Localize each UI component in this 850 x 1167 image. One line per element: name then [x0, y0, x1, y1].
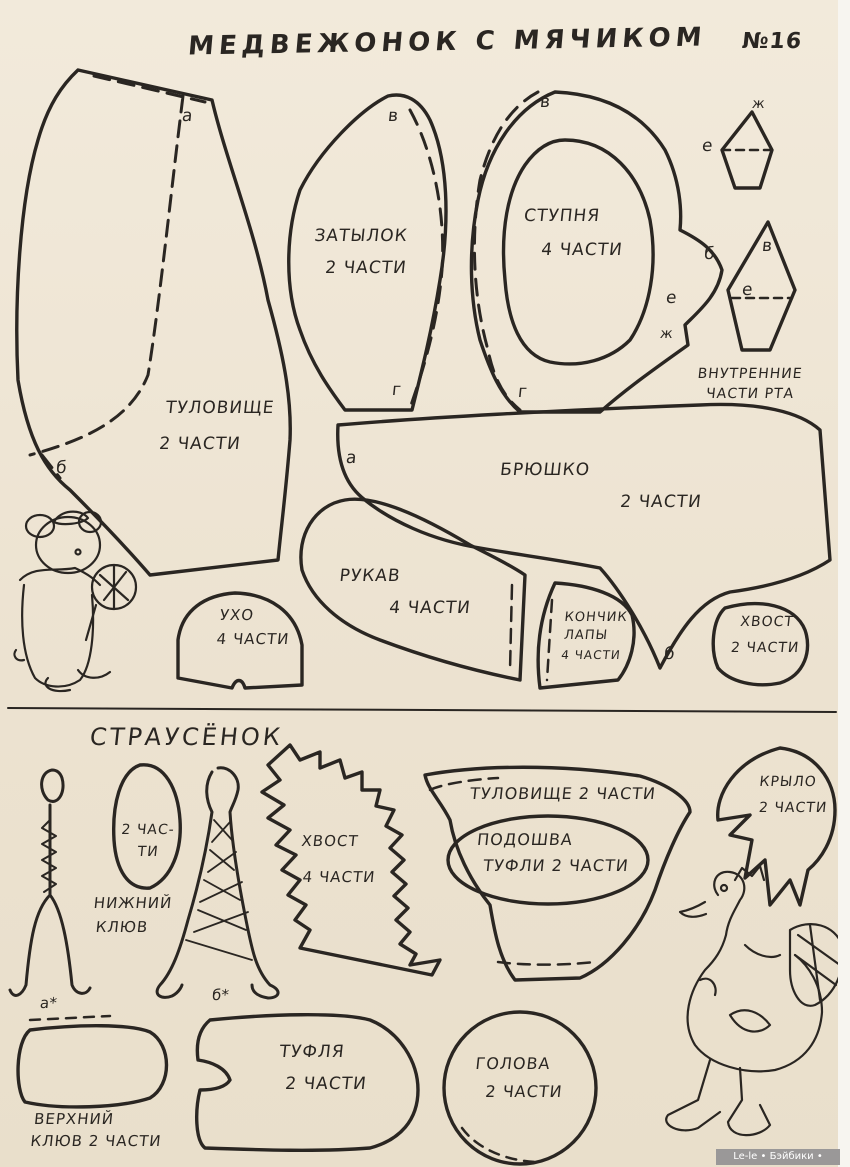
- ostrich-head-name: ГОЛОВА: [474, 1054, 552, 1073]
- ostrich-upper-beak-line2: КЛЮВ 2 ЧАСТИ: [29, 1132, 163, 1150]
- ostrich-lower-beak-piece: [112, 763, 182, 890]
- bear-body-seam: [28, 74, 207, 480]
- bear-body-piece: [15, 68, 292, 577]
- bear-ear-piece: [176, 591, 304, 690]
- ostrich-title: СТРАУСЁНОК: [88, 723, 285, 751]
- mouth-piece-bottom: [726, 220, 797, 352]
- ostrich-upper-beak-seam: [28, 1014, 112, 1022]
- bear-nape-seam: [408, 108, 445, 410]
- ostrich-neck-zigzag: [41, 819, 57, 893]
- bear-nape-name: ЗАТЫЛОК: [313, 226, 409, 246]
- ostrich-lower-beak-piece-line2: ТИ: [136, 844, 160, 860]
- bear-body-qty: 2 ЧАСТИ: [158, 434, 242, 454]
- ostrich-upper-beak-mark-a: а*: [39, 994, 58, 1012]
- ostrich-tail-name: ХВОСТ: [300, 832, 360, 850]
- ostrich-lower-beak-line1: НИЖНИЙ: [92, 894, 174, 912]
- ostrich-head-seam: [460, 1126, 542, 1164]
- bear-tail-qty: 2 ЧАСТИ: [730, 640, 801, 656]
- bear-belly-mark-a: а: [345, 448, 358, 468]
- mouth-mark-e1: е: [701, 136, 714, 156]
- bear-body-name: ТУЛОВИЩЕ: [164, 398, 276, 418]
- bear-belly-qty: 2 ЧАСТИ: [619, 492, 703, 512]
- ostrich-leg-crosshatch: [185, 819, 253, 961]
- mouth-caption-2: ЧАСТИ РТА: [705, 386, 795, 402]
- ostrich-upper-beak-piece: [16, 1024, 169, 1109]
- mouth-mark-zh: ж: [751, 96, 766, 112]
- ostrich-lower-beak-line2: КЛЮВ: [94, 918, 150, 936]
- ostrich-body-seam-top: [428, 776, 500, 792]
- ostrich-body-name: ТУЛОВИЩЕ 2 ЧАСТИ: [469, 784, 657, 803]
- bear-paw-tip-seam: [545, 598, 554, 682]
- bear-nape-piece: [287, 93, 448, 412]
- bear-foot-mark-b: б: [703, 244, 716, 264]
- ostrich-sole-piece: [446, 814, 650, 906]
- ostrich-leg-frame: [155, 766, 280, 1000]
- bear-foot-inner: [501, 138, 655, 366]
- scan-margin: [838, 0, 850, 1167]
- bear-sleeve-seam: [508, 583, 514, 672]
- bear-foot-name: СТУПНЯ: [523, 206, 602, 226]
- ostrich-wing-name: КРЫЛО: [758, 774, 818, 790]
- bear-tail-piece: [711, 601, 810, 687]
- bear-sleeve-name: РУКАВ: [338, 566, 402, 586]
- bear-foot-seam: [472, 90, 540, 412]
- ostrich-tail-qty: 4 ЧАСТИ: [301, 868, 377, 886]
- bear-paw-tip-line1: КОНЧИК: [563, 610, 629, 625]
- bear-tail-name: ХВОСТ: [739, 614, 795, 630]
- bear-foot-qty: 4 ЧАСТИ: [540, 240, 624, 260]
- ostrich-body-seam-bottom: [496, 960, 597, 966]
- bear-foot-mark-e: е: [665, 288, 678, 308]
- bear-paw-tip-piece: [536, 581, 636, 690]
- ostrich-head-qty: 2 ЧАСТИ: [484, 1082, 564, 1101]
- bear-belly-name: БРЮШКО: [499, 460, 592, 480]
- bear-illustration: [13, 510, 138, 693]
- ostrich-upper-beak-line1: ВЕРХНИЙ: [33, 1110, 115, 1128]
- ostrich-wing-piece: [716, 746, 837, 907]
- ostrich-sole-line1: ПОДОШВА: [476, 830, 574, 849]
- sheet-number: №16: [740, 29, 804, 54]
- bear-ear-name: УХО: [218, 606, 256, 624]
- ostrich-lower-beak-piece-line1: 2 ЧАС-: [120, 822, 176, 838]
- ostrich-shoe-mark-b: б*: [211, 986, 230, 1004]
- ostrich-body-piece: [423, 765, 692, 982]
- bear-body-mark-b: б: [55, 458, 68, 478]
- bear-ear-qty: 4 ЧАСТИ: [215, 630, 291, 648]
- watermark-badge: Le-le • Бэйбики • babiki.ru: [716, 1149, 840, 1165]
- bear-nape-qty: 2 ЧАСТИ: [324, 258, 408, 278]
- ostrich-tail-piece: [260, 743, 442, 977]
- ostrich-sole-line2: ТУФЛИ 2 ЧАСТИ: [482, 856, 630, 875]
- bear-belly-mark-b: б: [663, 644, 676, 664]
- section-divider: [7, 707, 837, 713]
- ostrich-shoe-piece: [195, 1013, 420, 1152]
- bear-sleeve-piece: [299, 497, 527, 682]
- bear-belly-piece: [336, 402, 832, 670]
- bear-sleeve-qty: 4 ЧАСТИ: [388, 598, 472, 618]
- bear-body-mark-a: а: [181, 106, 194, 126]
- mouth-piece-top: [720, 110, 774, 190]
- ostrich-head-piece: [442, 1010, 598, 1166]
- ostrich-shoe-name: ТУФЛЯ: [278, 1042, 346, 1062]
- ostrich-illustration: [665, 864, 844, 1137]
- ostrich-wing-qty: 2 ЧАСТИ: [758, 800, 829, 816]
- ostrich-neck-left: [8, 768, 92, 997]
- mouth-caption-1: ВНУТРЕННИЕ: [696, 366, 804, 382]
- bear-foot-mark-zh: ж: [659, 326, 674, 342]
- mouth-mark-e2: е: [741, 280, 754, 300]
- bear-paw-tip-line3: 4 ЧАСТИ: [560, 648, 622, 662]
- bear-paw-tip-line2: ЛАПЫ: [563, 628, 609, 643]
- ostrich-shoe-qty: 2 ЧАСТИ: [284, 1074, 368, 1094]
